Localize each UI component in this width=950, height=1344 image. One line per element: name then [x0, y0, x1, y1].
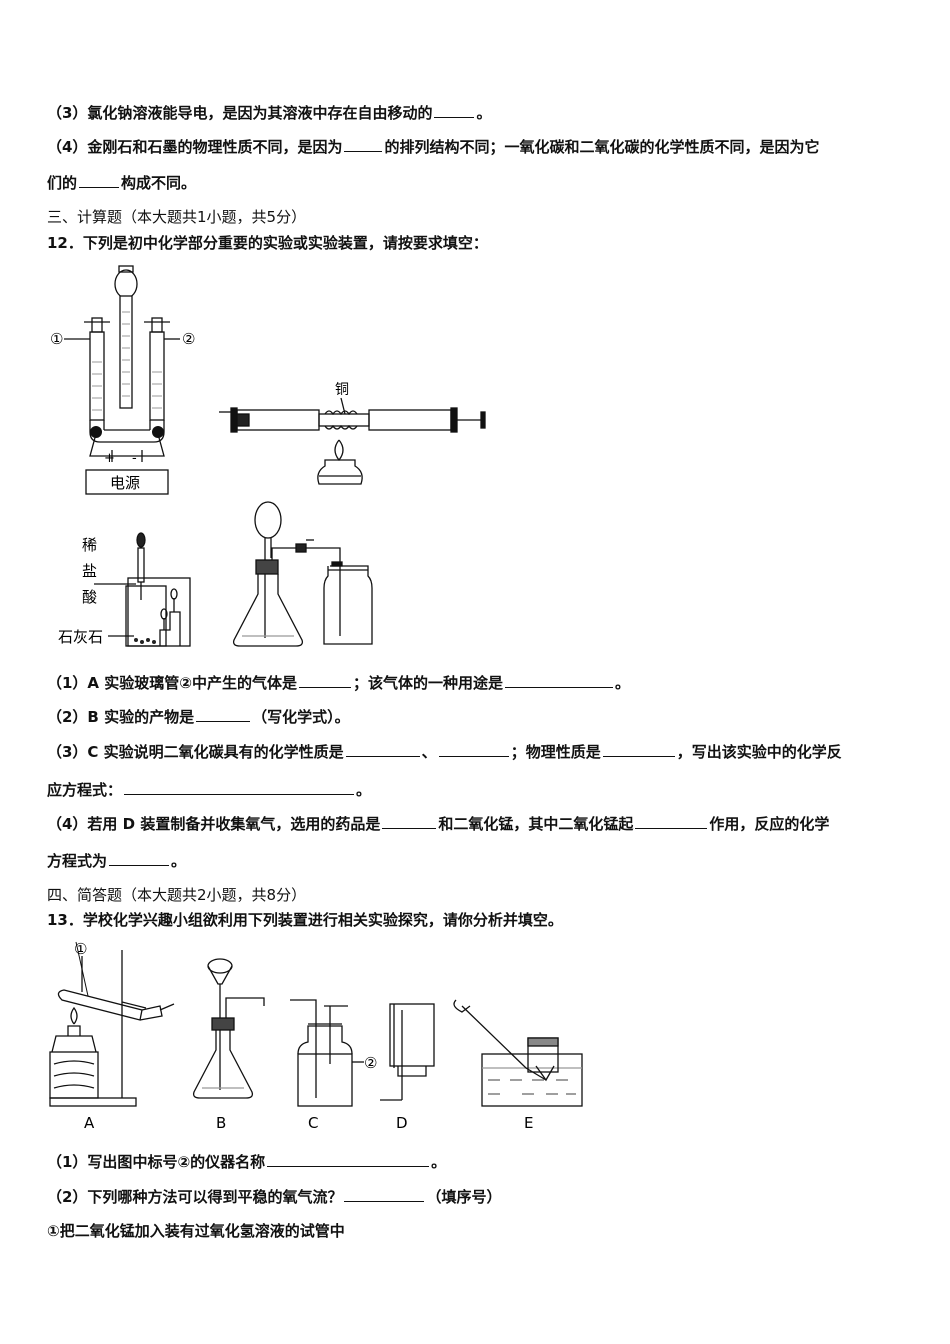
label-circled-1: ① [50, 330, 63, 348]
label-e: E [524, 1114, 533, 1132]
q11-part4-cont: 们的构成不同。 [47, 173, 197, 192]
section-3-heading: 三、计算题（本大题共1小题，共5分） [47, 208, 307, 226]
positive-sign: + [104, 451, 115, 466]
label-c: C [308, 1114, 318, 1132]
answer-blank[interactable] [124, 780, 355, 795]
label-circled-2: ② [182, 330, 195, 348]
q13-apparatus-figures: ① ② A B C D E [49, 940, 583, 1132]
figure-d-oxygen-setup [232, 501, 373, 647]
answer-blank[interactable] [79, 173, 120, 188]
answer-blank[interactable] [505, 673, 613, 688]
q11-part3: （3）氯化钠溶液能导电，是因为其溶液中存在自由移动的。 [47, 103, 492, 122]
q13-stem: 13．学校化学兴趣小组欲利用下列装置进行相关实验探究，请你分析并填空。 [47, 911, 563, 929]
mark-2: ② [364, 1054, 377, 1072]
q12-part3: （3）C 实验说明二氧化碳具有的化学性质是、；物理性质是，写出该实验中的化学反 [47, 742, 842, 761]
power-label: 电源 [110, 474, 140, 492]
answer-blank[interactable] [344, 1187, 425, 1202]
answer-blank[interactable] [635, 814, 708, 829]
answer-blank[interactable] [602, 742, 675, 757]
q13-option-1: ①把二氧化锰加入装有过氧化氢溶液的试管中 [47, 1222, 345, 1240]
copper-label: 铜 [335, 382, 349, 398]
q12-part4: （4）若用 D 装置制备并收集氧气，选用的药品是和二氧化锰，其中二氧化锰起作用，… [47, 814, 830, 833]
q12-part2: （2）B 实验的产物是（写化学式）。 [47, 707, 350, 726]
section-4-heading: 四、简答题（本大题共2小题，共8分） [47, 886, 307, 904]
figure-b-copper-heating: 铜 [219, 382, 486, 485]
limestone-label: 石灰石 [58, 628, 103, 646]
acid-label-1: 稀 [82, 536, 97, 554]
answer-blank[interactable] [196, 707, 251, 722]
q11-part4: （4）金刚石和石墨的物理性质不同，是因为的排列结构不同；一氧化碳和二氧化碳的化学… [47, 137, 820, 156]
answer-blank[interactable] [298, 673, 351, 688]
answer-blank[interactable] [109, 851, 170, 866]
q12-stem: 12．下列是初中化学部分重要的实验或实验装置，请按要求填空： [47, 234, 488, 252]
q13-part2: （2）下列哪种方法可以得到平稳的氧气流？（填序号） [47, 1187, 502, 1206]
q12-part1: （1）A 实验玻璃管②中产生的气体是；该气体的一种用途是。 [47, 673, 631, 692]
mark-1: ① [74, 940, 87, 958]
label-d: D [396, 1114, 408, 1132]
answer-blank[interactable] [382, 814, 437, 829]
acid-label-2: 盐 [82, 562, 97, 580]
label-a: A [84, 1114, 95, 1132]
answer-blank[interactable] [438, 742, 509, 757]
answer-blank[interactable] [344, 137, 383, 152]
acid-label-3: 酸 [82, 588, 97, 606]
answer-blank[interactable] [267, 1152, 430, 1167]
answer-blank[interactable] [434, 103, 475, 118]
figure-c-co2-candles: 稀 盐 酸 石灰石 [58, 532, 191, 647]
figure-a-electrolysis: ① ② + - 电源 [50, 265, 195, 495]
q13-part1: （1）写出图中标号②的仪器名称。 [47, 1152, 447, 1171]
q12-part3-cont: 应方程式：。 [47, 780, 372, 799]
negative-sign: - [132, 451, 137, 466]
answer-blank[interactable] [345, 742, 420, 757]
q12-part4-cont: 方程式为。 [47, 851, 187, 870]
label-b: B [216, 1114, 226, 1132]
